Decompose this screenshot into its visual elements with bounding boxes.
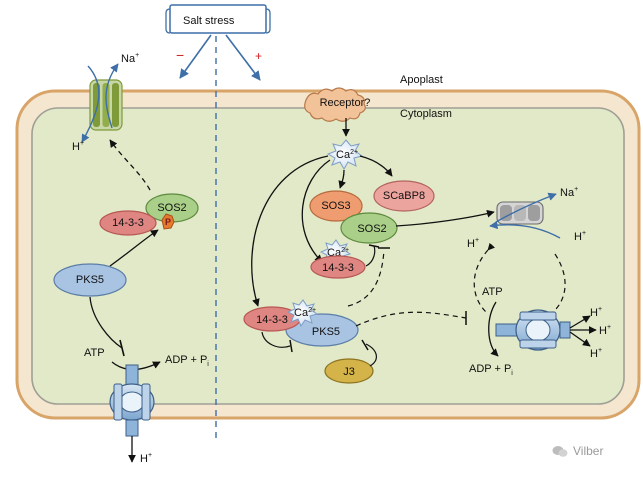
right-h-out-2: H+ bbox=[599, 324, 611, 337]
salt-stress-label: Salt stress bbox=[183, 15, 235, 27]
left-14-3-3-label: 14-3-3 bbox=[112, 217, 144, 229]
left-pks5-label: PKS5 bbox=[76, 274, 104, 286]
left-na-label: Na+ bbox=[121, 52, 139, 65]
right-pks5-label: PKS5 bbox=[312, 326, 340, 338]
ca-low-node bbox=[286, 299, 319, 328]
j3-node bbox=[324, 358, 374, 384]
right-h-right-label: H+ bbox=[574, 230, 586, 243]
left-14-3-3-node bbox=[99, 210, 157, 236]
left-pks5-node bbox=[53, 263, 127, 297]
scabp8-node bbox=[373, 180, 435, 212]
left-channel bbox=[81, 63, 123, 143]
scabp8-label: SCaBP8 bbox=[383, 190, 425, 202]
salt-stress-banner: Salt stress bbox=[165, 4, 271, 34]
right-h-out-1: H+ bbox=[590, 306, 602, 319]
left-adp-label: ADP + Pi bbox=[165, 354, 209, 368]
ca-top-label: Ca2+ bbox=[336, 149, 358, 161]
j3-label: J3 bbox=[343, 366, 355, 378]
right-14-3-3-upper-node bbox=[310, 255, 366, 279]
minus-sign: − bbox=[176, 47, 184, 63]
left-h-bottom-label: H+ bbox=[140, 452, 152, 465]
left-atp-label: ATP bbox=[84, 347, 105, 359]
plus-sign: + bbox=[255, 49, 262, 63]
right-proton-pump bbox=[495, 309, 597, 351]
right-sos2-node bbox=[340, 212, 398, 244]
wechat-icon bbox=[552, 445, 568, 458]
left-proton-pump bbox=[109, 364, 155, 463]
receptor-label: Receptor? bbox=[320, 97, 371, 109]
left-sos2-label: SOS2 bbox=[157, 202, 186, 214]
apoplast-label: Apoplast bbox=[400, 74, 443, 86]
right-h-left-label: H+ bbox=[467, 237, 479, 250]
watermark: Vilber bbox=[552, 441, 638, 461]
left-phospho-label: P bbox=[165, 217, 171, 227]
right-adp-label: ADP + Pi bbox=[469, 363, 513, 377]
right-na-label: Na+ bbox=[560, 186, 578, 199]
right-sos2-label: SOS2 bbox=[357, 223, 386, 235]
sos3-label: SOS3 bbox=[321, 200, 350, 212]
left-h-top-label: H+ bbox=[72, 140, 84, 153]
watermark-text: Vilber bbox=[573, 444, 604, 458]
right-channel bbox=[489, 192, 561, 239]
right-atp-label: ATP bbox=[482, 286, 503, 298]
right-14-3-3-upper-label: 14-3-3 bbox=[322, 262, 354, 274]
left-phospho-badge bbox=[161, 213, 175, 230]
right-h-out-3: H+ bbox=[590, 347, 602, 360]
ca-top-node bbox=[326, 139, 364, 171]
sos3-node bbox=[309, 190, 363, 222]
ca-low-label: Ca2+ bbox=[294, 307, 316, 319]
cytoplasm-label: Cytoplasm bbox=[400, 108, 452, 120]
right-14-3-3-lower-label: 14-3-3 bbox=[256, 314, 288, 326]
receptor-node bbox=[304, 87, 366, 122]
